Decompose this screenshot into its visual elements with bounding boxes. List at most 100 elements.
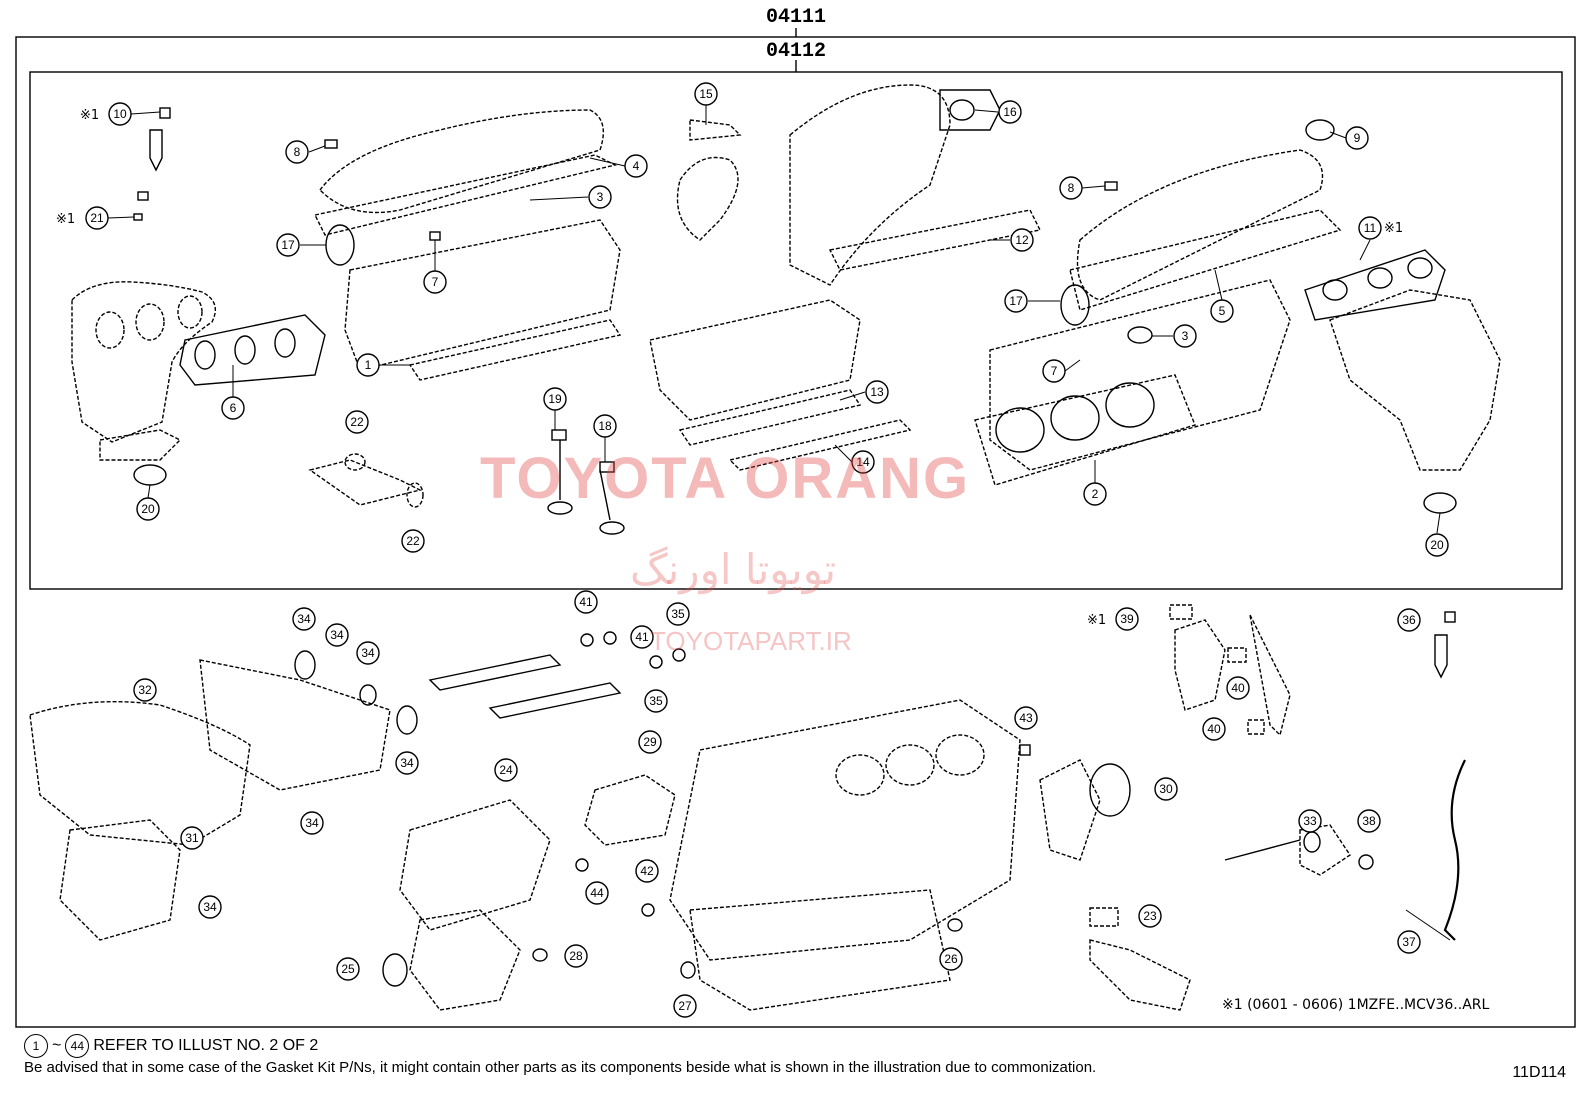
callout: 3 bbox=[1173, 324, 1197, 348]
callout: 37 bbox=[1397, 930, 1421, 954]
throttle-body-part bbox=[676, 119, 742, 241]
svg-text:9: 9 bbox=[1354, 131, 1361, 145]
callout: 34 bbox=[198, 895, 222, 919]
note-marker: ※1 bbox=[1087, 613, 1106, 628]
callout: 36 bbox=[1397, 608, 1421, 632]
catalyst-right-part bbox=[1329, 289, 1501, 471]
callout: 28 bbox=[564, 944, 588, 968]
callout: 40 bbox=[1202, 717, 1226, 741]
watermark-url: TOYOTAPART.IR bbox=[650, 626, 852, 656]
disclaimer-text: Be advised that in some case of the Gask… bbox=[24, 1059, 1097, 1076]
callout: 29 bbox=[638, 730, 662, 754]
callout: 12 bbox=[1010, 228, 1034, 252]
svg-text:44: 44 bbox=[590, 886, 604, 900]
callout: 25 bbox=[336, 957, 360, 981]
svg-text:31: 31 bbox=[185, 831, 199, 845]
svg-text:3: 3 bbox=[597, 190, 604, 204]
svg-text:27: 27 bbox=[678, 999, 692, 1013]
fuel-injector-lower-part bbox=[1434, 611, 1456, 679]
callout: 7 bbox=[423, 270, 447, 294]
svg-text:40: 40 bbox=[1207, 722, 1221, 736]
callout: 2 bbox=[1083, 482, 1107, 506]
callout: 8 bbox=[1059, 176, 1083, 200]
svg-text:38: 38 bbox=[1362, 814, 1376, 828]
svg-text:35: 35 bbox=[671, 607, 685, 621]
callout: 22 bbox=[345, 410, 369, 434]
valve-part bbox=[547, 429, 625, 535]
cylinder-head-gasket-part bbox=[995, 382, 1155, 453]
callout: 18 bbox=[593, 414, 617, 438]
svg-text:26: 26 bbox=[944, 952, 958, 966]
svg-text:32: 32 bbox=[138, 683, 152, 697]
svg-text:34: 34 bbox=[203, 900, 217, 914]
callout: 34 bbox=[325, 623, 349, 647]
exhaust-gasket-right-part bbox=[1304, 249, 1446, 321]
watermark-brand-en: TOYOTA ORANG bbox=[480, 446, 971, 511]
callout: 43 bbox=[1014, 706, 1038, 730]
callout: 24 bbox=[494, 758, 518, 782]
svg-text:2: 2 bbox=[1092, 487, 1099, 501]
svg-text:10: 10 bbox=[113, 107, 127, 121]
svg-text:41: 41 bbox=[579, 595, 593, 609]
callout: 40 bbox=[1226, 676, 1250, 700]
callout: 14 bbox=[851, 450, 875, 474]
svg-text:22: 22 bbox=[406, 534, 420, 548]
outer-kit-frame bbox=[15, 36, 1576, 1028]
svg-text:21: 21 bbox=[90, 211, 104, 225]
kit-code-inner: 04112 bbox=[766, 40, 827, 63]
exhaust-manifold-part bbox=[71, 281, 216, 461]
fuel-injector-part bbox=[133, 107, 171, 221]
callout: 13 bbox=[865, 380, 889, 404]
callout: 9 bbox=[1345, 126, 1369, 150]
svg-text:25: 25 bbox=[341, 962, 355, 976]
svg-text:43: 43 bbox=[1019, 711, 1033, 725]
svg-text:5: 5 bbox=[1219, 304, 1226, 318]
svg-text:30: 30 bbox=[1159, 782, 1173, 796]
callout: 33 bbox=[1298, 809, 1322, 833]
callout: 17 bbox=[1004, 289, 1028, 313]
svg-text:19: 19 bbox=[548, 392, 562, 406]
callout: 10 bbox=[108, 102, 132, 126]
note-marker: ※1 bbox=[80, 108, 99, 123]
callout: 3 bbox=[588, 185, 612, 209]
svg-text:12: 12 bbox=[1015, 233, 1029, 247]
svg-text:39: 39 bbox=[1120, 612, 1134, 626]
svg-text:18: 18 bbox=[598, 419, 612, 433]
head-cover-right-part bbox=[974, 149, 1342, 486]
svg-text:17: 17 bbox=[281, 238, 295, 252]
svg-text:34: 34 bbox=[330, 628, 344, 642]
callout: 7 bbox=[1042, 359, 1066, 383]
reference-text: REFER TO ILLUST NO. 2 OF 2 bbox=[93, 1037, 319, 1054]
kit-code-outer: 04111 bbox=[766, 6, 827, 29]
tilde: ~ bbox=[52, 1037, 62, 1054]
svg-text:8: 8 bbox=[1068, 181, 1075, 195]
ref-end-callout: 44 bbox=[65, 1034, 90, 1058]
svg-text:16: 16 bbox=[1003, 105, 1017, 119]
svg-text:11: 11 bbox=[1364, 221, 1377, 235]
svg-text:1: 1 bbox=[365, 358, 372, 372]
callout: 5 bbox=[1210, 299, 1234, 323]
callout: 34 bbox=[300, 811, 324, 835]
svg-text:7: 7 bbox=[1051, 364, 1058, 378]
water-outlet-part bbox=[1224, 824, 1374, 876]
callout: 15 bbox=[694, 82, 718, 106]
callout: 23 bbox=[1138, 904, 1162, 928]
svg-text:22: 22 bbox=[350, 415, 364, 429]
callout: 27 bbox=[673, 994, 697, 1018]
svg-text:8: 8 bbox=[294, 145, 301, 159]
callout: 11 bbox=[1358, 216, 1382, 240]
callout: 32 bbox=[133, 678, 157, 702]
svg-text:17: 17 bbox=[1009, 294, 1023, 308]
svg-text:34: 34 bbox=[361, 646, 375, 660]
egr-pipe-part bbox=[308, 453, 424, 508]
reference-note: 1 ~ 44 REFER TO ILLUST NO. 2 OF 2 bbox=[24, 1034, 318, 1058]
callout: 1 bbox=[356, 353, 380, 377]
svg-text:34: 34 bbox=[297, 612, 311, 626]
svg-text:42: 42 bbox=[640, 864, 654, 878]
svg-text:36: 36 bbox=[1402, 613, 1416, 627]
head-cover-left-part bbox=[313, 109, 622, 381]
callout: 22 bbox=[401, 529, 425, 553]
svg-text:33: 33 bbox=[1303, 814, 1317, 828]
callout: 34 bbox=[356, 641, 380, 665]
svg-text:14: 14 bbox=[856, 455, 870, 469]
